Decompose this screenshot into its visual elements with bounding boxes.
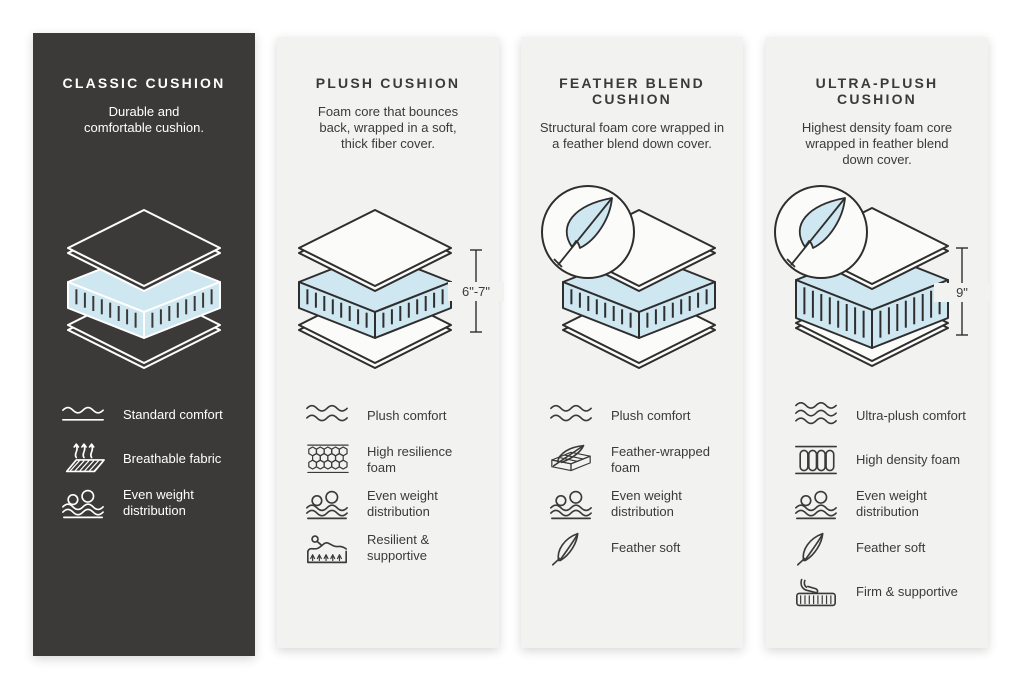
feature-label: Breathable fabric xyxy=(123,451,222,466)
feature-label: Plush comfort xyxy=(367,408,447,423)
feather-icon xyxy=(796,532,824,566)
card-feather-blend-cushion: FEATHER BLEND CUSHION Structural foam co… xyxy=(521,37,743,648)
cushion-layers-diagram: 6"-7" xyxy=(277,180,504,395)
card-plush-cushion: PLUSH CUSHION Foam core that bounces bac… xyxy=(277,37,504,648)
feature-label: Feather soft xyxy=(611,540,681,555)
feature-row: Even weight distribution xyxy=(304,486,493,522)
card-classic-cushion: CLASSIC CUSHION Durable and comfortable … xyxy=(33,33,255,656)
feature-label: Feather-wrapped foam xyxy=(611,444,710,475)
wave-single-icon xyxy=(62,406,104,421)
feature-label: Resilient & supportive xyxy=(367,532,430,563)
feature-row: Resilient & supportive xyxy=(304,530,493,566)
card-description: Foam core that bounces back, wrapped in … xyxy=(317,104,459,151)
card-title: CLASSIC CUSHION xyxy=(62,75,226,91)
feature-row: Breathable fabric xyxy=(60,441,249,477)
feature-label: Plush comfort xyxy=(611,408,691,423)
wave-double-icon xyxy=(550,404,592,422)
height-measurement-label: 9" xyxy=(934,282,990,302)
feature-row: Even weight distribution xyxy=(793,486,982,522)
feature-label: Even weight distribution xyxy=(856,488,927,519)
feature-label: High density foam xyxy=(856,452,961,467)
breathable-icon xyxy=(65,443,105,473)
card-description: Structural foam core wrapped in a feathe… xyxy=(539,120,725,151)
honeycomb-icon xyxy=(307,444,349,474)
feature-row: Firm & supportive xyxy=(793,574,982,610)
feature-row: Feather soft xyxy=(793,530,982,566)
weight-distribution-icon xyxy=(306,490,348,520)
card-title: FEATHER BLEND CUSHION xyxy=(559,75,705,107)
weight-distribution-icon xyxy=(795,490,837,520)
cushion-layers-diagram xyxy=(521,180,743,395)
wave-triple-icon xyxy=(795,402,837,425)
feather-wrapped-icon xyxy=(551,444,591,472)
card-title: PLUSH CUSHION xyxy=(315,75,461,91)
resilient-icon xyxy=(307,535,347,564)
feature-row: Standard comfort xyxy=(60,397,249,433)
card-description: Highest density foam core wrapped in fea… xyxy=(801,120,953,167)
feature-row: Plush comfort xyxy=(548,398,737,434)
feature-label: Feather soft xyxy=(856,540,926,555)
card-title: ULTRA-PLUSH CUSHION xyxy=(815,75,939,107)
density-icon xyxy=(795,445,837,475)
firm-icon xyxy=(796,578,836,607)
card-description: Durable and comfortable cushion. xyxy=(84,104,204,135)
feature-label: Even weight distribution xyxy=(367,488,438,519)
feature-row: Plush comfort xyxy=(304,398,493,434)
feature-row: Ultra-plush comfort xyxy=(793,398,982,434)
feature-label: Even weight distribution xyxy=(123,487,194,518)
feature-row: Feather soft xyxy=(548,530,737,566)
feature-label: High resilience foam xyxy=(367,444,453,475)
height-measurement-label: 6"-7" xyxy=(448,282,504,301)
cushion-layers-diagram: 9" xyxy=(766,180,990,395)
feature-row: Even weight distribution xyxy=(548,486,737,522)
feature-row: High resilience foam xyxy=(304,442,493,478)
feature-row: Even weight distribution xyxy=(60,485,249,521)
cushion-layers-diagram xyxy=(33,178,255,393)
feature-label: Ultra-plush comfort xyxy=(856,408,966,423)
feature-row: High density foam xyxy=(793,442,982,478)
feather-icon xyxy=(551,532,579,566)
feature-label: Standard comfort xyxy=(123,407,223,422)
feature-label: Even weight distribution xyxy=(611,488,682,519)
feature-label: Firm & supportive xyxy=(856,584,958,599)
weight-distribution-icon xyxy=(62,489,104,519)
card-ultra-plush-cushion: ULTRA-PLUSH CUSHION Highest density foam… xyxy=(766,37,990,648)
wave-double-icon xyxy=(306,404,348,422)
feature-row: Feather-wrapped foam xyxy=(548,442,737,478)
weight-distribution-icon xyxy=(550,490,592,520)
